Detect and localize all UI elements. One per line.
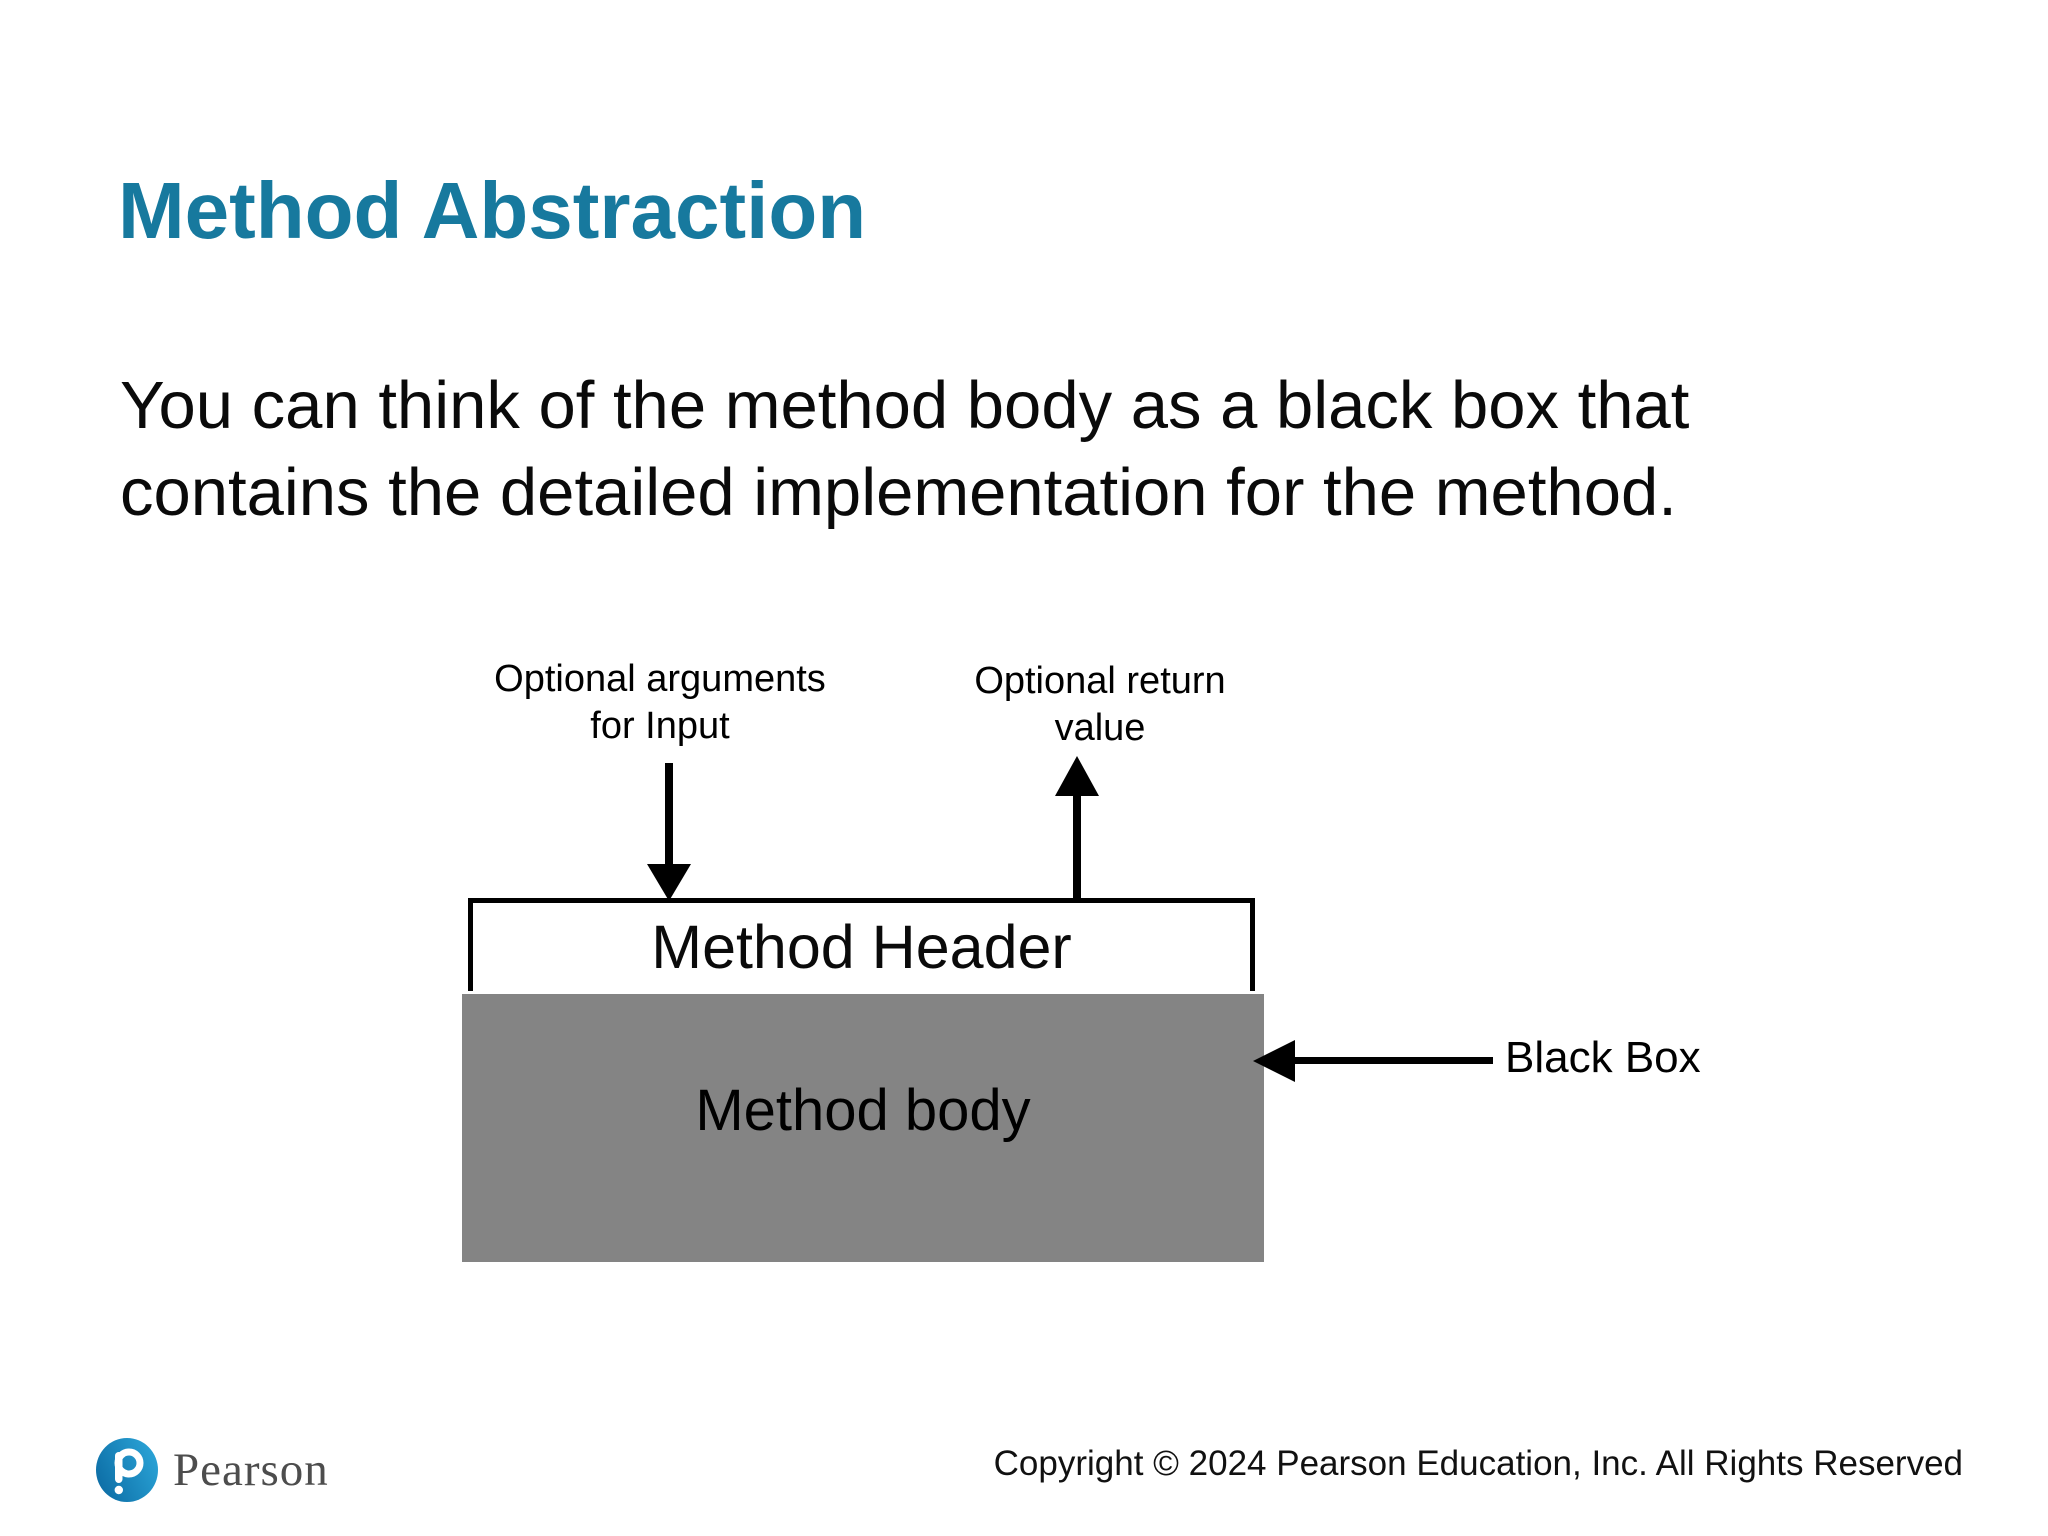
- method-header-box: Method Header: [468, 898, 1255, 991]
- black-box-arrow-left-icon: [1253, 1040, 1295, 1082]
- optional-return-line-1: Optional return: [974, 660, 1226, 702]
- optional-arguments-line-1: Optional arguments: [494, 658, 826, 700]
- slide-title: Method Abstraction: [118, 166, 867, 255]
- input-arrow-stem: [665, 763, 673, 866]
- optional-arguments-line-2: for Input: [590, 705, 730, 747]
- input-arrow-down-icon: [647, 864, 691, 901]
- return-arrow-up-icon: [1055, 756, 1099, 796]
- method-body-label: Method body: [695, 1077, 1031, 1143]
- pearson-wordmark: Pearson: [173, 1444, 329, 1496]
- method-body-box: Method body: [462, 994, 1264, 1262]
- black-box-label: Black Box: [1505, 1033, 1701, 1082]
- body-line-1: You can think of the method body as a bl…: [120, 368, 1690, 443]
- body-line-2: contains the detailed implementation for…: [120, 455, 1677, 530]
- pearson-brand: Pearson: [94, 1437, 329, 1503]
- method-header-label: Method Header: [651, 913, 1072, 981]
- optional-return-line-2: value: [1054, 707, 1146, 749]
- optional-arguments-label: Optional arguments for Input: [440, 656, 880, 750]
- return-arrow-stem: [1073, 790, 1081, 898]
- black-box-arrow-stem: [1291, 1057, 1493, 1064]
- copyright-text: Copyright © 2024 Pearson Education, Inc.…: [993, 1444, 1963, 1483]
- optional-return-label: Optional return value: [930, 658, 1270, 752]
- slide-body-paragraph: You can think of the method body as a bl…: [120, 362, 1840, 536]
- pearson-logo-icon: [96, 1438, 158, 1502]
